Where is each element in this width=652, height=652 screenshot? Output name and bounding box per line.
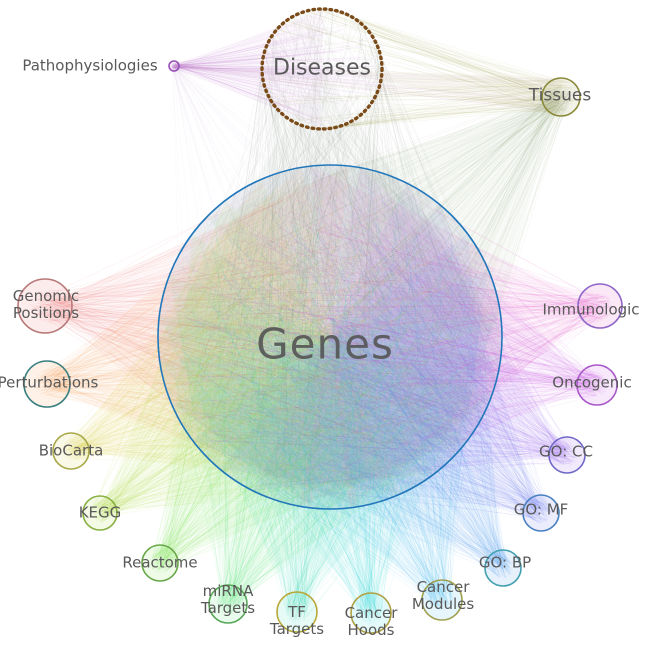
node-circle-perturbations[interactable] xyxy=(23,360,71,408)
edge-bundle-biocarta-genes xyxy=(60,172,490,495)
node-circle-go_bp[interactable] xyxy=(484,549,522,587)
node-circle-diseases[interactable] xyxy=(260,7,384,131)
node-circle-go_cc[interactable] xyxy=(548,436,586,474)
node-circle-genes[interactable] xyxy=(157,164,503,510)
edge-bundle-diseases-genes xyxy=(173,8,492,501)
node-circle-tissues[interactable] xyxy=(541,77,581,117)
node-circle-go_mf[interactable] xyxy=(522,494,560,532)
node-circle-tf_targets[interactable] xyxy=(276,591,318,633)
node-circle-pathophysiologies[interactable] xyxy=(168,60,180,72)
node-circles xyxy=(17,7,623,634)
edge-bundle-reactome-genes xyxy=(150,171,483,574)
edge-bundle-pathophysiologies-diseases xyxy=(171,19,376,127)
genes-base-wash xyxy=(158,165,502,509)
node-circle-kegg[interactable] xyxy=(82,495,118,531)
edge-bundle-immunologic-genes xyxy=(171,183,613,500)
node-circle-immunologic[interactable] xyxy=(577,283,623,329)
edge-bundle-perturbations-genes xyxy=(33,178,481,503)
edge-bundle-tissues-genes xyxy=(167,85,572,504)
node-circle-cancer_hoods[interactable] xyxy=(350,592,392,634)
edge-bundle-oncogenic-genes xyxy=(168,181,609,491)
edge-bundle-tf_targets-genes xyxy=(185,202,484,624)
node-circle-biocarta[interactable] xyxy=(52,432,90,470)
node-circle-cancer_modules[interactable] xyxy=(421,579,463,621)
edge-bundle-genomic_positions-genes xyxy=(29,182,484,499)
edge-bundle-pathophysiologies-genes xyxy=(171,62,489,501)
edge-bundle-cancer_modules-genes xyxy=(171,174,491,611)
edge-bundle-go_bp-genes xyxy=(186,182,513,579)
edge-bundle-go_mf-genes xyxy=(177,175,552,524)
edge-bundle-diseases-tissues xyxy=(262,8,578,130)
node-circle-oncogenic[interactable] xyxy=(576,364,618,406)
node-circle-reactome[interactable] xyxy=(141,544,179,582)
edge-bundle-go_cc-genes xyxy=(167,173,578,498)
edge-bundle-kegg-genes xyxy=(89,178,486,524)
node-circle-genomic_positions[interactable] xyxy=(17,278,73,334)
edge-bundle-pathophysiologies-tissues xyxy=(171,63,578,113)
edge-bundle-mirna_targets-genes xyxy=(172,184,484,616)
node-circle-mirna_targets[interactable] xyxy=(208,584,248,624)
edge-bundle-cancer_hoods-genes xyxy=(165,171,475,625)
